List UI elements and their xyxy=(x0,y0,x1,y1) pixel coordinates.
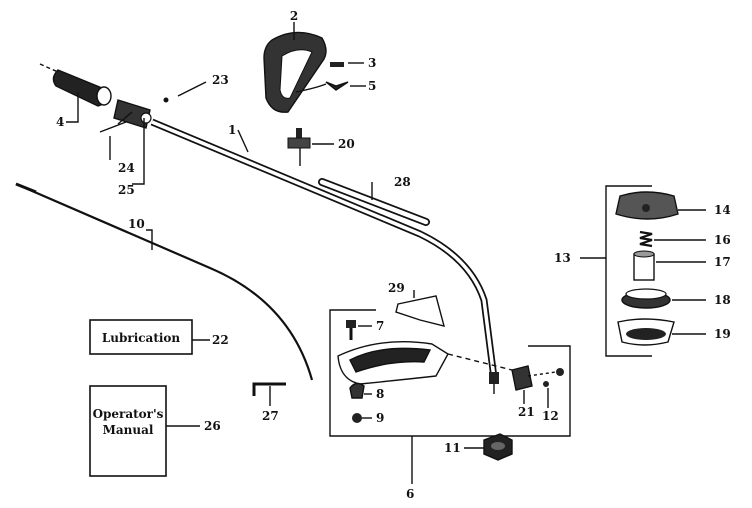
callout-23: 23 xyxy=(212,73,229,87)
callout-11: 11 xyxy=(444,441,461,455)
callout-10: 10 xyxy=(128,217,145,231)
spool-hub-part xyxy=(633,250,655,281)
handle-part xyxy=(263,31,327,113)
callout-8: 8 xyxy=(376,387,384,401)
lubrication-box: Lubrication xyxy=(89,319,193,355)
head-cap-part xyxy=(615,191,679,220)
shaft-sleeve-part xyxy=(318,178,430,226)
spring-part xyxy=(639,230,653,248)
guard-assembly-bracket xyxy=(329,309,571,437)
callout-2: 2 xyxy=(290,9,298,23)
drive-cable-part xyxy=(15,182,314,381)
leader-lines xyxy=(66,22,706,484)
callout-25: 25 xyxy=(118,183,135,197)
guard-shield-part xyxy=(395,295,445,327)
trimmer-head-bracket xyxy=(605,185,652,357)
manual-box: Operator's Manual xyxy=(89,385,167,477)
callout-24: 24 xyxy=(118,161,135,175)
bracket-part xyxy=(511,365,533,391)
callout-26: 26 xyxy=(204,419,221,433)
callout-5: 5 xyxy=(368,79,376,93)
callout-1: 1 xyxy=(228,123,236,137)
callout-19: 19 xyxy=(714,327,731,341)
callout-28: 28 xyxy=(394,175,411,189)
callout-3: 3 xyxy=(368,56,376,70)
callout-29: 29 xyxy=(388,281,405,295)
callout-21: 21 xyxy=(518,405,535,419)
screw-part xyxy=(330,62,344,67)
clip-part xyxy=(349,382,365,399)
clamp-bolt-part xyxy=(287,128,311,166)
callout-18: 18 xyxy=(714,293,731,307)
manual-label-line2: Manual xyxy=(103,423,154,437)
callout-17: 17 xyxy=(714,255,731,269)
manual-label-line1: Operator's xyxy=(93,407,164,421)
main-shaft-part xyxy=(150,118,499,394)
lubrication-label: Lubrication xyxy=(102,331,181,345)
callout-4: 4 xyxy=(56,115,64,129)
hex-nut-part xyxy=(483,433,513,461)
callout-22: 22 xyxy=(212,333,229,347)
callout-9: 9 xyxy=(376,411,384,425)
callout-13: 13 xyxy=(554,251,571,265)
bump-knob-part xyxy=(617,318,675,346)
callout-27: 27 xyxy=(262,409,279,423)
spool-part xyxy=(621,288,671,309)
bracket-bolt-part xyxy=(527,368,564,387)
callout-6: 6 xyxy=(406,487,414,501)
small-nut-part xyxy=(352,413,362,423)
callout-16: 16 xyxy=(714,233,731,247)
hex-wrench-part xyxy=(252,382,286,396)
callout-12: 12 xyxy=(542,409,559,423)
callout-7: 7 xyxy=(376,319,384,333)
callout-20: 20 xyxy=(338,137,355,151)
grip-tube-part xyxy=(39,63,112,107)
guard-body-part xyxy=(337,341,513,385)
bolt-part xyxy=(325,81,349,91)
guard-screw-part xyxy=(346,320,356,340)
callout-14: 14 xyxy=(714,203,731,217)
callout-numbers: 2 3 5 23 4 1 24 25 20 28 10 22 26 27 29 … xyxy=(56,9,731,501)
